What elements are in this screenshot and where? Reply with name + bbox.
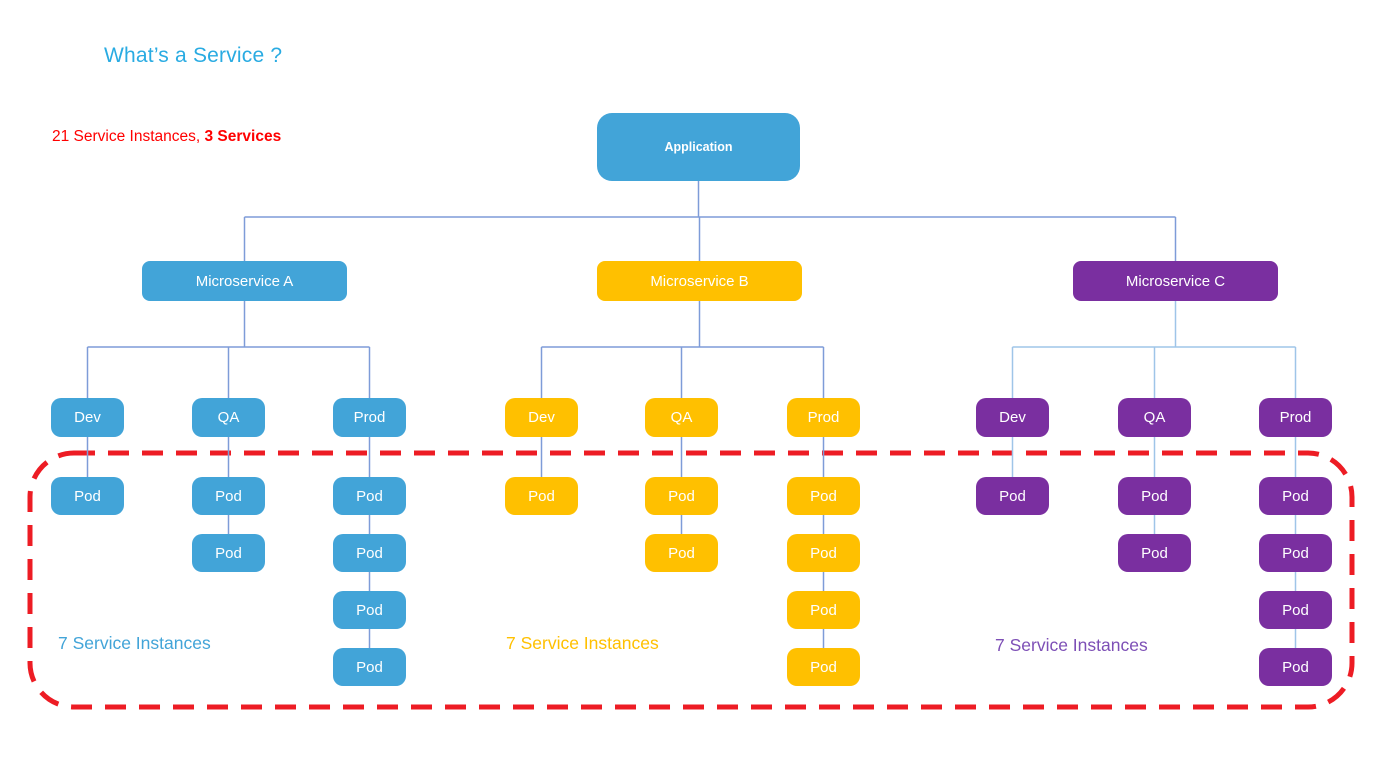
node-microservice-a-dev-pod-1: Pod (51, 477, 124, 515)
node-microservice-c: Microservice C (1073, 261, 1278, 301)
service-instances-note-microservice-a: 7 Service Instances (58, 633, 211, 653)
node-microservice-c-prod: Prod (1259, 398, 1332, 437)
node-microservice-b-prod-pod-2: Pod (787, 534, 860, 572)
node-microservice-a-prod-pod-4: Pod (333, 648, 406, 686)
node-microservice-c-prod-pod-3: Pod (1259, 591, 1332, 629)
node-microservice-c-qa-pod-1: Pod (1118, 477, 1191, 515)
node-microservice-b-dev: Dev (505, 398, 578, 437)
node-microservice-c-dev-pod-1: Pod (976, 477, 1049, 515)
node-microservice-a-prod-pod-3: Pod (333, 591, 406, 629)
summary-annotation-bold: 3 Services (204, 128, 282, 145)
page-title: What’s a Service ? (104, 44, 283, 67)
summary-annotation: 21 Service Instances, 3 Services (52, 128, 281, 146)
node-microservice-a-qa: QA (192, 398, 265, 437)
node-microservice-c-prod-pod-4: Pod (1259, 648, 1332, 686)
node-microservice-a-dev: Dev (51, 398, 124, 437)
node-microservice-b-prod-pod-3: Pod (787, 591, 860, 629)
node-microservice-c-prod-pod-2: Pod (1259, 534, 1332, 572)
node-microservice-c-qa: QA (1118, 398, 1191, 437)
node-microservice-a-prod-pod-2: Pod (333, 534, 406, 572)
node-microservice-a-qa-pod-2: Pod (192, 534, 265, 572)
node-microservice-a-prod-pod-1: Pod (333, 477, 406, 515)
node-microservice-b-qa: QA (645, 398, 718, 437)
node-microservice-c-prod-pod-1: Pod (1259, 477, 1332, 515)
node-microservice-b-prod-pod-4: Pod (787, 648, 860, 686)
node-microservice-b: Microservice B (597, 261, 802, 301)
summary-annotation-prefix: 21 Service Instances, (52, 128, 205, 145)
node-microservice-b-prod-pod-1: Pod (787, 477, 860, 515)
node-microservice-a-prod: Prod (333, 398, 406, 437)
node-microservice-a-qa-pod-1: Pod (192, 477, 265, 515)
service-instances-note-microservice-c: 7 Service Instances (995, 635, 1148, 655)
node-microservice-b-prod: Prod (787, 398, 860, 437)
node-microservice-c-qa-pod-2: Pod (1118, 534, 1191, 572)
service-instances-note-microservice-b: 7 Service Instances (506, 633, 659, 653)
node-microservice-a: Microservice A (142, 261, 347, 301)
node-microservice-b-qa-pod-1: Pod (645, 477, 718, 515)
node-microservice-b-qa-pod-2: Pod (645, 534, 718, 572)
node-microservice-b-dev-pod-1: Pod (505, 477, 578, 515)
node-microservice-c-dev: Dev (976, 398, 1049, 437)
node-application: Application (597, 113, 800, 181)
